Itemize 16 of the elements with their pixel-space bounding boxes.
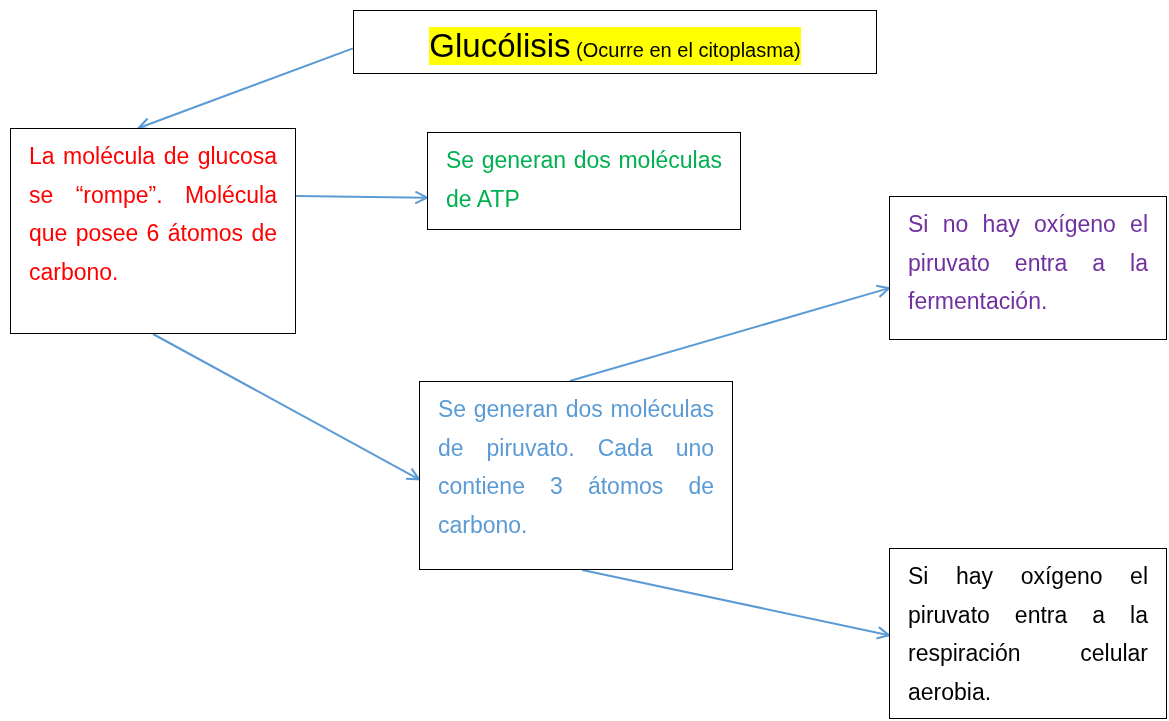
text-box [419, 381, 733, 570]
arrow [581, 569, 891, 640]
box-text: Si hay oxígeno el piruvato entra a la respiración celular aerobia. [908, 562, 1148, 707]
box-text: La molécula de glucosa se “rompe”. Molécula que posee 6 átomos de carbono. [29, 142, 277, 287]
text-box [889, 548, 1167, 719]
arrow [152, 333, 421, 481]
text-box [427, 132, 741, 230]
arrow [295, 190, 429, 205]
highlighted-title: Glucólisis (Ocurre en el citoplasma) [429, 27, 801, 65]
box-text: Si no hay oxígeno el piruvato entra a la fermentación. [908, 210, 1148, 316]
box-text: Se generan dos moléculas de ATP [446, 146, 722, 214]
title-box [353, 10, 877, 74]
box-text: Se generan dos moléculas de piruvato. Cada uno contiene 3 átomos de carbono. [438, 395, 714, 540]
arrow [568, 284, 891, 382]
text-box [889, 196, 1167, 340]
text-box [10, 128, 296, 334]
